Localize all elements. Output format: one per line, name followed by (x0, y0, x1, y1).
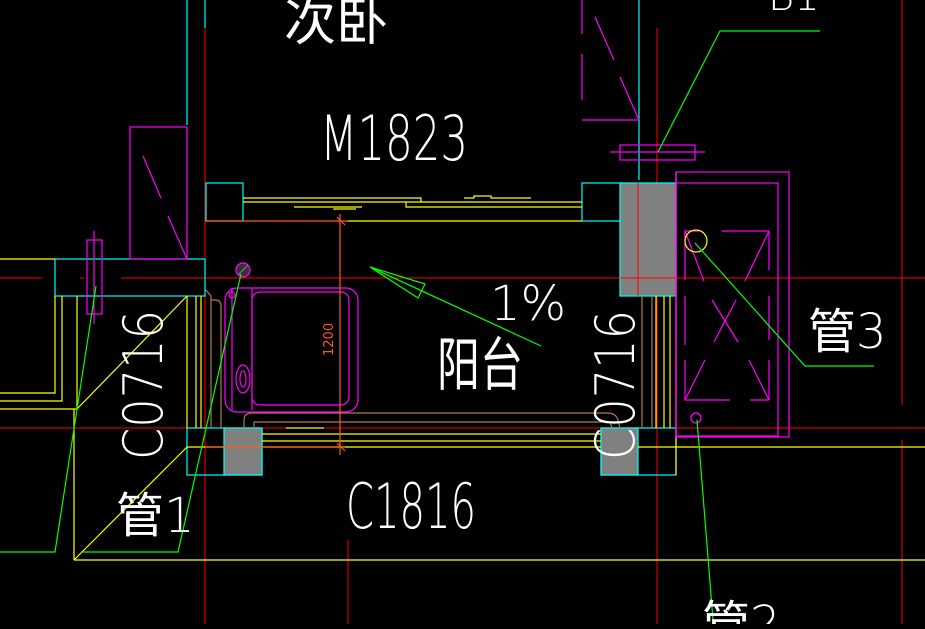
slope-arrow-head (369, 266, 426, 299)
room-label-bedroom: 次卧 (284, 0, 388, 53)
pipe-outlines (204, 288, 653, 429)
pipe-circles (235, 229, 708, 278)
cabinet-right-inner (675, 182, 779, 437)
dimension-1200 (205, 214, 348, 455)
cabinet-right-outer (675, 171, 790, 438)
cabinet-top-left (129, 126, 188, 260)
columns (223, 182, 677, 476)
leader-pipe-2 (696, 419, 714, 621)
dimension-label: 1200 (322, 323, 337, 356)
window-label-left: C0716 (112, 310, 175, 460)
column-top-right (619, 182, 677, 297)
column-bottom-right (600, 427, 639, 476)
column-bottom-left (223, 427, 263, 476)
window-label-right: C0716 (584, 310, 647, 460)
slope-label: 1% (490, 276, 566, 332)
pipe-label-3: 管3 (808, 304, 887, 360)
wall-segment-top-right (581, 182, 623, 222)
slope-arrow-shaft (369, 266, 542, 347)
pipe-2-marker (690, 412, 702, 424)
leader-pipe-1b (0, 285, 97, 553)
window-label-bottom: C1816 (346, 470, 476, 543)
room-label-balcony: 阳台 (437, 331, 523, 399)
leader-lines (0, 30, 874, 621)
washing-machine-outer (224, 287, 359, 413)
wall-segment-top-left (205, 182, 244, 222)
pipe-3-marker (684, 229, 708, 253)
appliance-drain (235, 364, 251, 394)
leader-top-right (657, 30, 820, 153)
door-code-label: M1823 (320, 102, 468, 175)
leader-pipe-3 (694, 242, 874, 367)
pipe-label-2: 管2 (702, 596, 781, 624)
leader-pipe-1 (83, 273, 242, 553)
pipe-label-1: 管1 (116, 488, 195, 544)
top-right-tag: B1 (768, 0, 820, 20)
furniture (86, 0, 790, 438)
